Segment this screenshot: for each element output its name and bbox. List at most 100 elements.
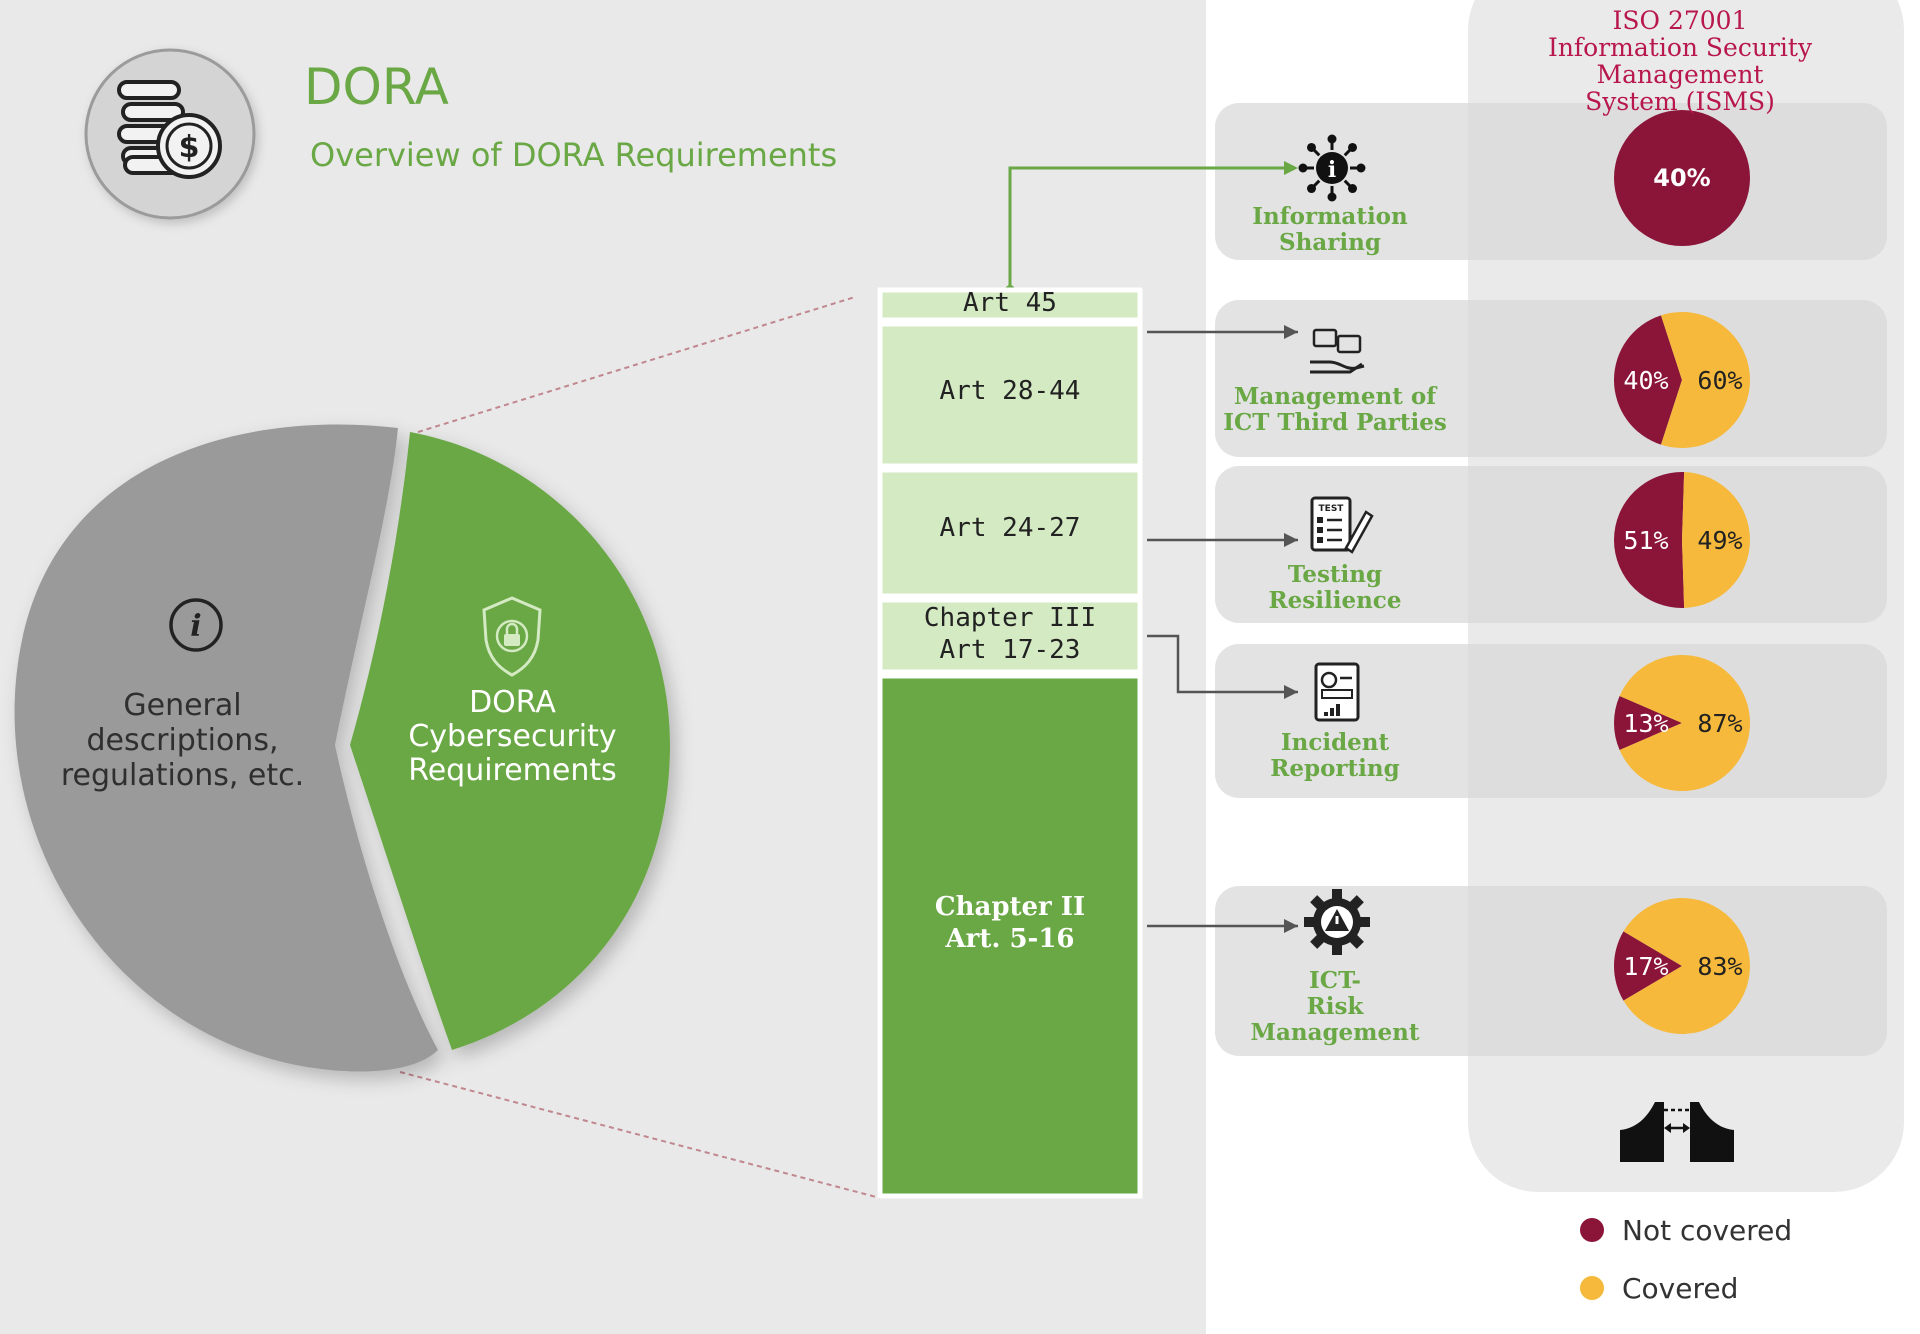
article-box xyxy=(877,321,1143,469)
category-label-information-sharing: Information Sharing xyxy=(1210,204,1450,256)
category-line: Incident xyxy=(1280,729,1390,756)
checkbox-icon xyxy=(1317,517,1323,523)
article-line: Chapter II xyxy=(934,892,1086,922)
isms-title-line: System (ISMS) xyxy=(1585,87,1775,116)
category-label-testing-resilience: Testing Resilience xyxy=(1210,562,1460,614)
legend-item-covered: Covered xyxy=(1580,1266,1792,1310)
coverage-label-covered: 83% xyxy=(1697,952,1742,981)
dora-label-line: DORA xyxy=(469,685,556,720)
article-column xyxy=(877,287,1143,1199)
arrow-head xyxy=(1284,161,1298,175)
bridge-gap-arrow-left xyxy=(1664,1123,1671,1133)
gear-tooth xyxy=(1356,917,1370,927)
legend-swatch-covered xyxy=(1580,1276,1604,1300)
category-label-third-parties: Management of ICT Third Parties xyxy=(1210,384,1460,436)
dora-label-line: Requirements xyxy=(408,753,617,788)
coverage-label-not-covered: 40% xyxy=(1623,366,1668,395)
legend-item-not-covered: Not covered xyxy=(1580,1208,1792,1252)
pie-segment-general xyxy=(14,424,438,1072)
article-label-chapter-ii: Chapter II Art. 5-16 xyxy=(880,891,1140,955)
legend-label: Covered xyxy=(1622,1271,1739,1305)
category-line: Resilience xyxy=(1268,587,1402,614)
shield-lock-icon-shackle xyxy=(505,622,519,634)
shield-lock-icon-ring xyxy=(495,619,529,653)
gear-tooth xyxy=(1346,895,1364,913)
category-label-incident-reporting: Incident Reporting xyxy=(1210,730,1460,782)
article-line: Art. 5-16 xyxy=(945,924,1075,954)
third-party-icon xyxy=(1312,328,1338,348)
bridge-gap-icon-right xyxy=(1690,1102,1734,1162)
article-box xyxy=(877,467,1143,599)
gear-tooth xyxy=(1304,917,1318,927)
coverage-pie-not-covered xyxy=(1614,695,1682,751)
hand-icon-palm xyxy=(1310,362,1363,374)
warning-mark xyxy=(1335,916,1339,924)
coverage-pie-covered xyxy=(1619,655,1750,791)
coverage-pie-covered xyxy=(1682,472,1750,608)
information-network-icon xyxy=(1316,152,1348,184)
test-label: TEST xyxy=(1319,504,1345,514)
coverage-label-covered: 49% xyxy=(1697,526,1742,555)
arrow-head xyxy=(1284,533,1298,547)
category-line: Management of xyxy=(1233,383,1437,410)
general-label-line: regulations, etc. xyxy=(60,758,305,793)
article-label-art-45: Art 45 xyxy=(880,287,1140,319)
article-line: Art 28-44 xyxy=(939,376,1081,406)
checkbox-icon xyxy=(1317,527,1323,533)
category-line: Management xyxy=(1250,1019,1420,1046)
category-line: ICT- xyxy=(1309,967,1361,994)
isms-title-line: Information Security Management xyxy=(1547,33,1813,89)
coverage-pie-not-covered xyxy=(1614,315,1682,445)
network-node xyxy=(1327,134,1337,144)
article-label-art-28-44: Art 28-44 xyxy=(880,375,1140,407)
connector-art45 xyxy=(1008,166,1295,290)
gear-tooth xyxy=(1332,889,1342,903)
coverage-label-not-covered: 17% xyxy=(1623,952,1668,981)
shield-lock-icon-body xyxy=(504,634,520,646)
coin-stack-icon xyxy=(117,80,181,100)
network-node xyxy=(1306,142,1316,152)
coverage-pies: 40%40%60%51%49%13%87%17%83% xyxy=(1613,110,1750,1034)
coverage-label: 40% xyxy=(1653,164,1710,192)
gear-tooth xyxy=(1332,941,1342,955)
arrow-head xyxy=(1284,919,1298,933)
arrow-head xyxy=(1284,685,1298,699)
article-label-art-24-27: Art 24-27 xyxy=(880,512,1140,544)
general-label-line: General xyxy=(123,688,242,723)
pen-icon xyxy=(1344,510,1374,554)
article-box xyxy=(877,673,1143,1199)
report-bar xyxy=(1321,689,1353,699)
zoom-guide-bottom xyxy=(399,1071,881,1199)
checkbox-icon xyxy=(1317,537,1323,543)
connector-art17 xyxy=(1147,634,1298,694)
coverage-pie-not-covered xyxy=(1614,931,1682,1001)
dollar-coin-icon-ring xyxy=(165,122,213,170)
category-line: Information xyxy=(1252,203,1408,230)
gear-tooth xyxy=(1310,895,1328,913)
article-line: Art 45 xyxy=(963,288,1057,318)
network-node xyxy=(1356,163,1366,173)
network-node xyxy=(1327,192,1337,202)
category-line: Testing xyxy=(1287,561,1383,588)
network-node xyxy=(1348,142,1358,152)
info-icon xyxy=(169,598,223,652)
gear-tooth xyxy=(1346,931,1364,949)
coverage-label-covered: 87% xyxy=(1697,709,1742,738)
network-node xyxy=(1306,184,1316,194)
legend-label: Not covered xyxy=(1622,1213,1793,1247)
arrow-head xyxy=(1284,325,1298,339)
category-line: Reporting xyxy=(1270,755,1400,782)
report-bars-icon xyxy=(1336,704,1340,716)
page-title: DORA xyxy=(304,58,449,116)
category-line: ICT Third Parties xyxy=(1223,409,1447,436)
pie-segment-dora xyxy=(350,432,670,1050)
coverage-label-not-covered: 51% xyxy=(1623,526,1668,555)
report-bars-icon xyxy=(1324,712,1328,716)
network-node xyxy=(1298,163,1308,173)
isms-title-line: ISO 27001 xyxy=(1612,6,1748,35)
category-line: Sharing xyxy=(1279,229,1381,256)
gear-tooth xyxy=(1310,931,1328,949)
